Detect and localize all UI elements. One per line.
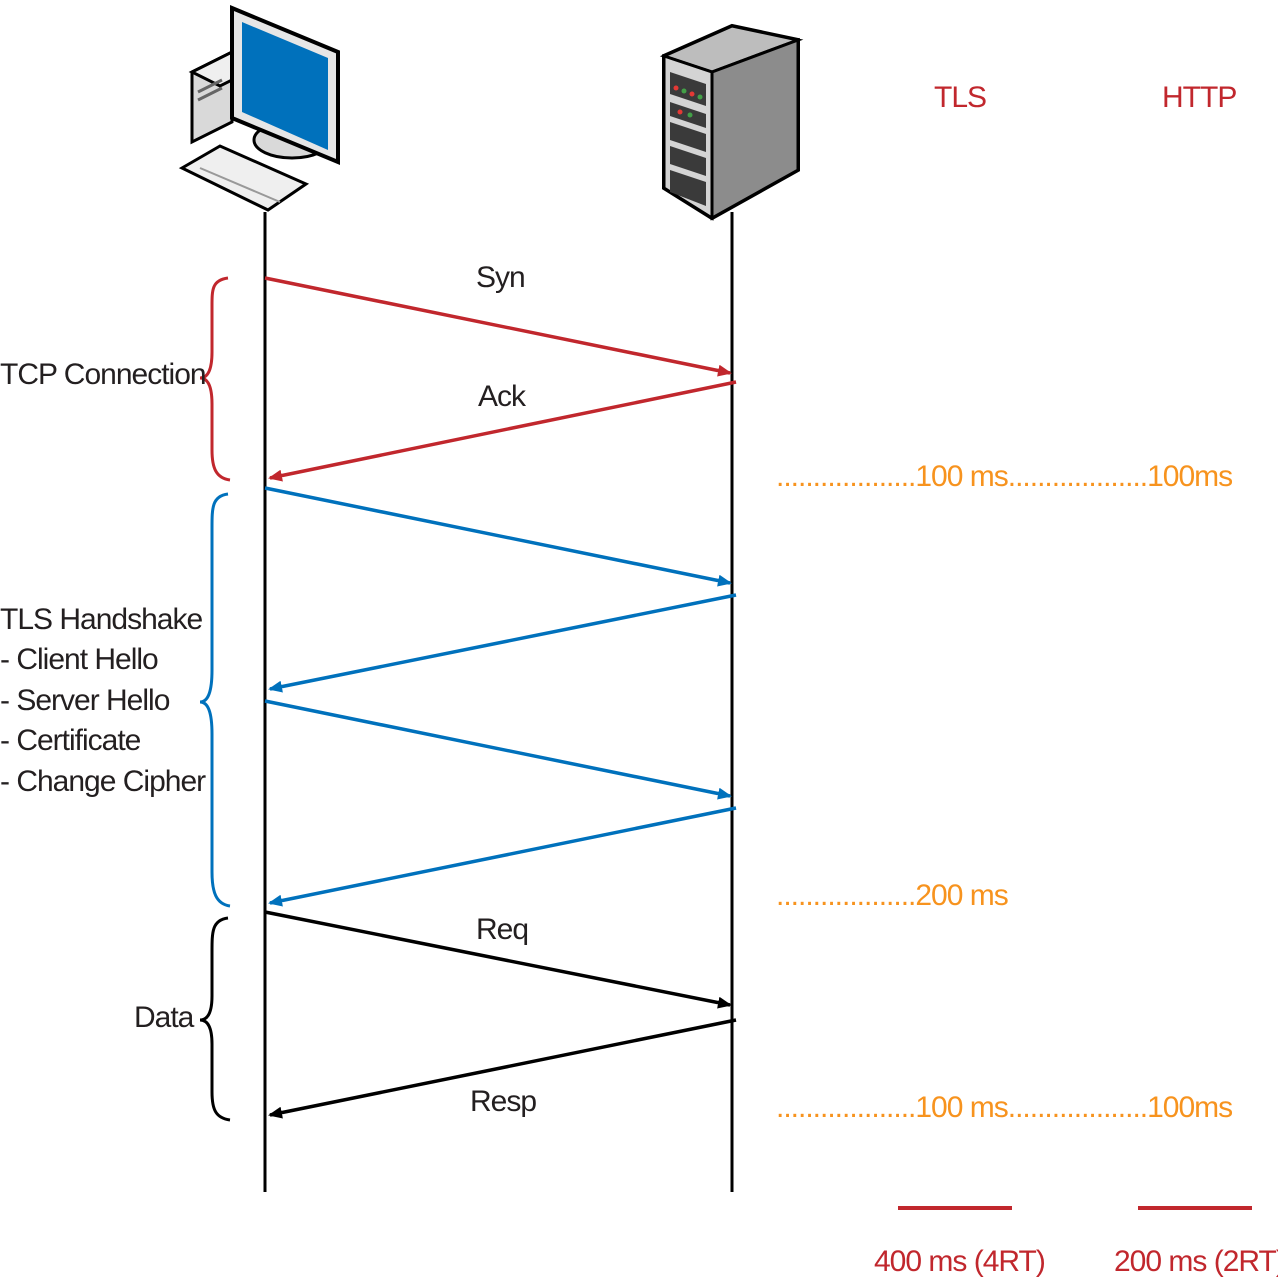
- tls-handshake-brace: [199, 492, 231, 908]
- ack-label: Ack: [478, 380, 526, 413]
- tls-step-change-cipher: - Change Cipher: [0, 765, 206, 798]
- client-hello-arrow: [264, 486, 732, 587]
- resp-arrow: [268, 1018, 737, 1119]
- tcp-connection-brace: [199, 276, 231, 482]
- tls-column-header: TLS: [934, 81, 987, 114]
- timing-row-1: ...................100 ms...............…: [776, 460, 1233, 493]
- tls-step-certificate: - Certificate: [0, 724, 141, 757]
- req-arrow: [264, 910, 732, 1009]
- certificate-arrow: [264, 699, 732, 800]
- syn-label: Syn: [476, 261, 526, 294]
- server-tower-icon: [659, 23, 804, 221]
- resp-label: Resp: [470, 1085, 537, 1118]
- http-total-label: 200 ms (2RT): [1114, 1245, 1278, 1278]
- desktop-computer-icon: [178, 5, 340, 212]
- tcp-connection-label: TCP Connection: [0, 358, 207, 391]
- tls-total-label: 400 ms (4RT): [874, 1245, 1046, 1278]
- http-column-header: HTTP: [1162, 81, 1237, 114]
- ack-arrow: [268, 380, 737, 482]
- timing-row-3: ...................100 ms...............…: [776, 1091, 1233, 1124]
- timing-row-2: ...................200 ms: [776, 879, 1009, 912]
- server-hello-arrow: [268, 593, 737, 693]
- tls-step-client-hello: - Client Hello: [0, 643, 159, 676]
- tls-handshake-label: TLS Handshake: [0, 603, 203, 636]
- syn-arrow: [264, 276, 732, 377]
- tls-step-server-hello: - Server Hello: [0, 684, 170, 717]
- data-brace: [199, 916, 231, 1122]
- data-label: Data: [134, 1001, 194, 1034]
- req-label: Req: [476, 913, 529, 946]
- change-cipher-arrow: [268, 806, 737, 907]
